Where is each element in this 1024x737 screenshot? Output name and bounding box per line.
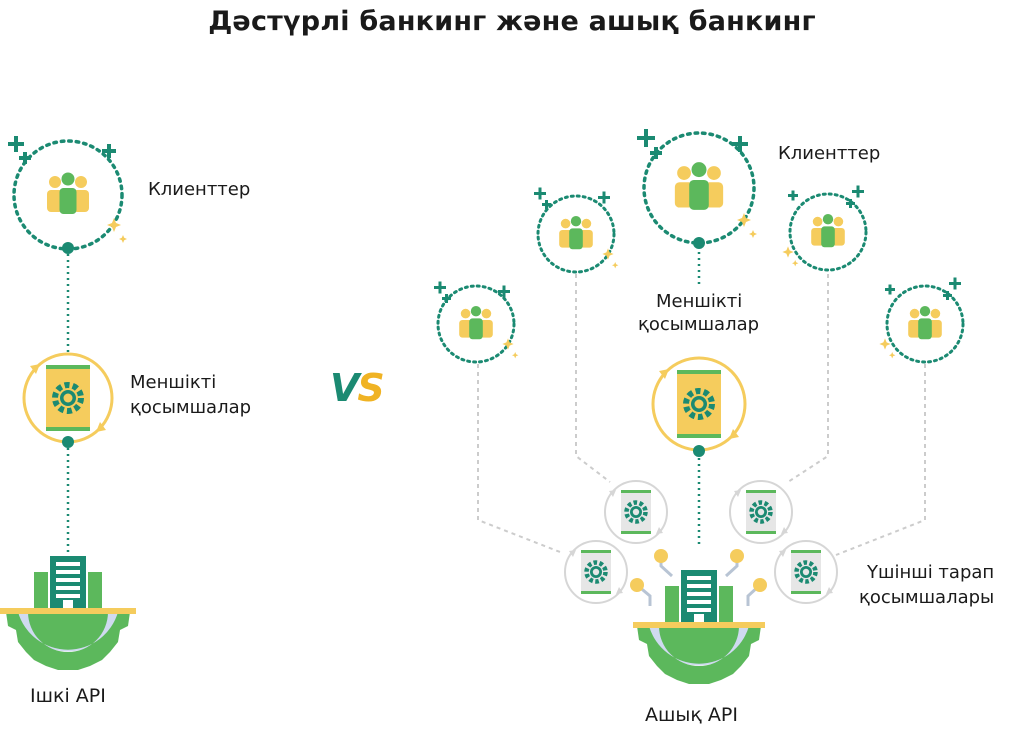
right-open-api-label: Ашық API [645, 704, 738, 726]
right-clients-small-icon [879, 277, 965, 364]
left-apps-label-line2: қосымшалар [130, 397, 252, 418]
third-party-app-icon [729, 480, 793, 544]
left-apps-label-line1: Меншікті [130, 372, 217, 393]
vs-letter-s: S [357, 366, 384, 410]
right-grey-connectors [477, 274, 926, 556]
right-clients-label: Клиенттер [778, 143, 881, 164]
right-apps-label-line1: Меншікті [656, 291, 743, 312]
left-proprietary-apps-icon [22, 352, 114, 448]
third-party-label-line1: Үшінші тарап [867, 562, 995, 583]
right-proprietary-apps-icon [651, 356, 747, 457]
third-party-label-line2: қосымшалары [859, 587, 995, 608]
third-party-app-icon [564, 540, 628, 604]
right-clients-small-icon [534, 187, 619, 274]
plus-icon [8, 136, 116, 164]
vs-label: VS [330, 366, 385, 410]
vs-letter-v: V [330, 366, 359, 410]
plus-icon [637, 129, 748, 159]
right-apps-label-line2: қосымшалар [638, 314, 760, 335]
page-title: Дәстүрлі банкинг және ашық банкинг [208, 6, 816, 37]
third-party-app-icon [604, 480, 668, 544]
left-internal-api-icon [0, 556, 136, 670]
right-clients-small-icon [434, 281, 519, 364]
left-clients-label: Клиенттер [148, 179, 251, 200]
right-clients-main-icon [637, 129, 757, 249]
third-party-app-icon [774, 540, 838, 604]
right-clients-small-icon [782, 185, 868, 272]
right-open-api-icon [633, 570, 765, 684]
left-internal-api-label: Ішкі API [30, 685, 106, 707]
left-clients-icon [8, 136, 127, 254]
api-pins [630, 549, 767, 606]
